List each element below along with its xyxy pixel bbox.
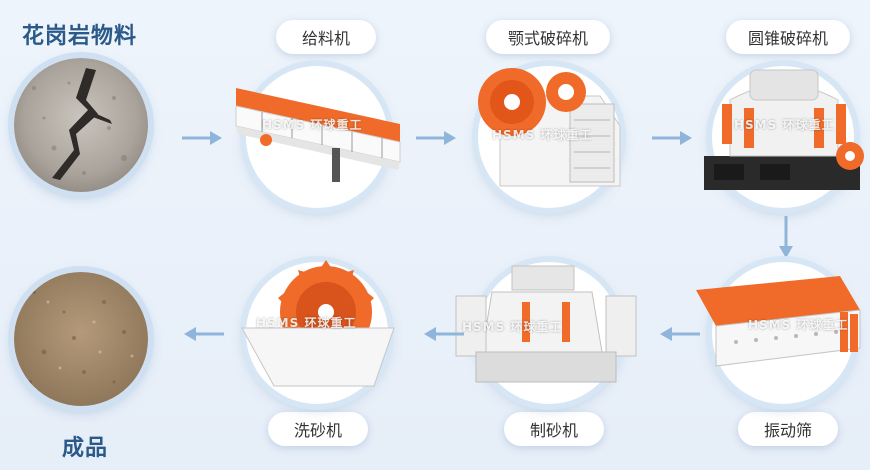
product-title: 成品 xyxy=(62,436,109,461)
arrow-right-2 xyxy=(416,131,456,145)
arrow-left-2 xyxy=(424,327,464,341)
watermark-sand-maker: HSMS 环球重工 xyxy=(462,320,563,334)
sand-washer-machine-image xyxy=(241,260,395,387)
step-label-cone-crusher: 圆锥破碎机 xyxy=(726,20,850,54)
watermark-cone: HSMS 环球重工 xyxy=(734,118,835,132)
feeder-machine-image xyxy=(235,88,401,182)
arrow-down xyxy=(779,216,793,258)
vibrating-screen-machine-image xyxy=(696,276,861,367)
granite-photo xyxy=(14,58,148,192)
watermark-feeder: HSMS 环球重工 xyxy=(262,118,363,132)
step-label-sand-maker: 制砂机 xyxy=(504,412,604,446)
arrow-left-1 xyxy=(660,327,700,341)
source-title: 花岗岩物料 xyxy=(22,24,138,49)
watermark-washer: HSMS 环球重工 xyxy=(256,316,357,330)
jaw-crusher-machine-image xyxy=(478,68,621,187)
arrow-right-3 xyxy=(652,131,692,145)
step-label-feeder: 给料机 xyxy=(276,20,376,54)
arrow-right-1 xyxy=(182,131,222,145)
finished-sand-image xyxy=(14,272,148,406)
sand-maker-machine-image xyxy=(455,265,637,383)
product-photo xyxy=(14,272,148,406)
step-label-vibrating-screen: 振动筛 xyxy=(738,412,838,446)
watermark-jaw: HSMS 环球重工 xyxy=(492,128,593,142)
granite-rock-image xyxy=(14,58,148,192)
arrow-left-3 xyxy=(184,327,224,341)
watermark-screen: HSMS 环球重工 xyxy=(748,318,849,332)
cone-crusher-machine-image xyxy=(704,69,864,190)
step-label-sand-washer: 洗砂机 xyxy=(268,412,368,446)
step-label-jaw-crusher: 颚式破碎机 xyxy=(486,20,610,54)
